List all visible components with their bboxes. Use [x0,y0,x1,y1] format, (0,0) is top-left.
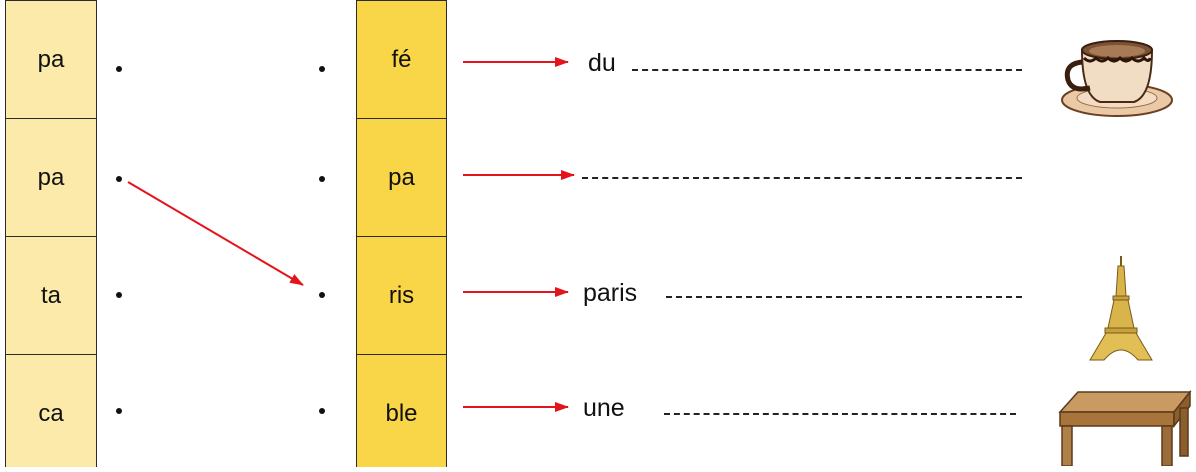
left-syllable: pa [6,1,96,119]
right-syllable: ble [385,399,418,427]
left-syllable: pa [6,119,96,237]
right-syllable: pa [357,119,446,237]
match-arrow [127,181,304,286]
left-connect-dot[interactable] [116,292,122,298]
right-connect-dot[interactable] [319,408,325,414]
eiffel-tower-icon [1089,256,1153,361]
right-connect-dot[interactable] [319,176,325,182]
left-connect-dot[interactable] [116,176,122,182]
answer-line[interactable] [664,413,1016,415]
right-syllable: ris [357,237,446,355]
answer-line[interactable] [632,69,1022,71]
coffee-cup-icon [1061,40,1173,117]
right-connect-dot[interactable] [319,66,325,72]
left-syllable-column: pa pa ta ca [5,0,97,467]
answer-word: du [588,49,616,77]
answer-word: une [583,394,625,422]
table-icon [1058,389,1192,466]
right-syllable-column: fé pa ris ble [356,0,447,467]
answer-line[interactable] [582,177,1022,179]
answer-word: paris [583,279,638,307]
left-connect-dot[interactable] [116,66,122,72]
left-syllable: ta [6,237,96,355]
left-connect-dot[interactable] [116,408,122,414]
right-syllable: fé [357,1,446,119]
right-connect-dot[interactable] [319,292,325,298]
answer-line[interactable] [666,296,1022,298]
left-syllable: ca [38,399,64,427]
